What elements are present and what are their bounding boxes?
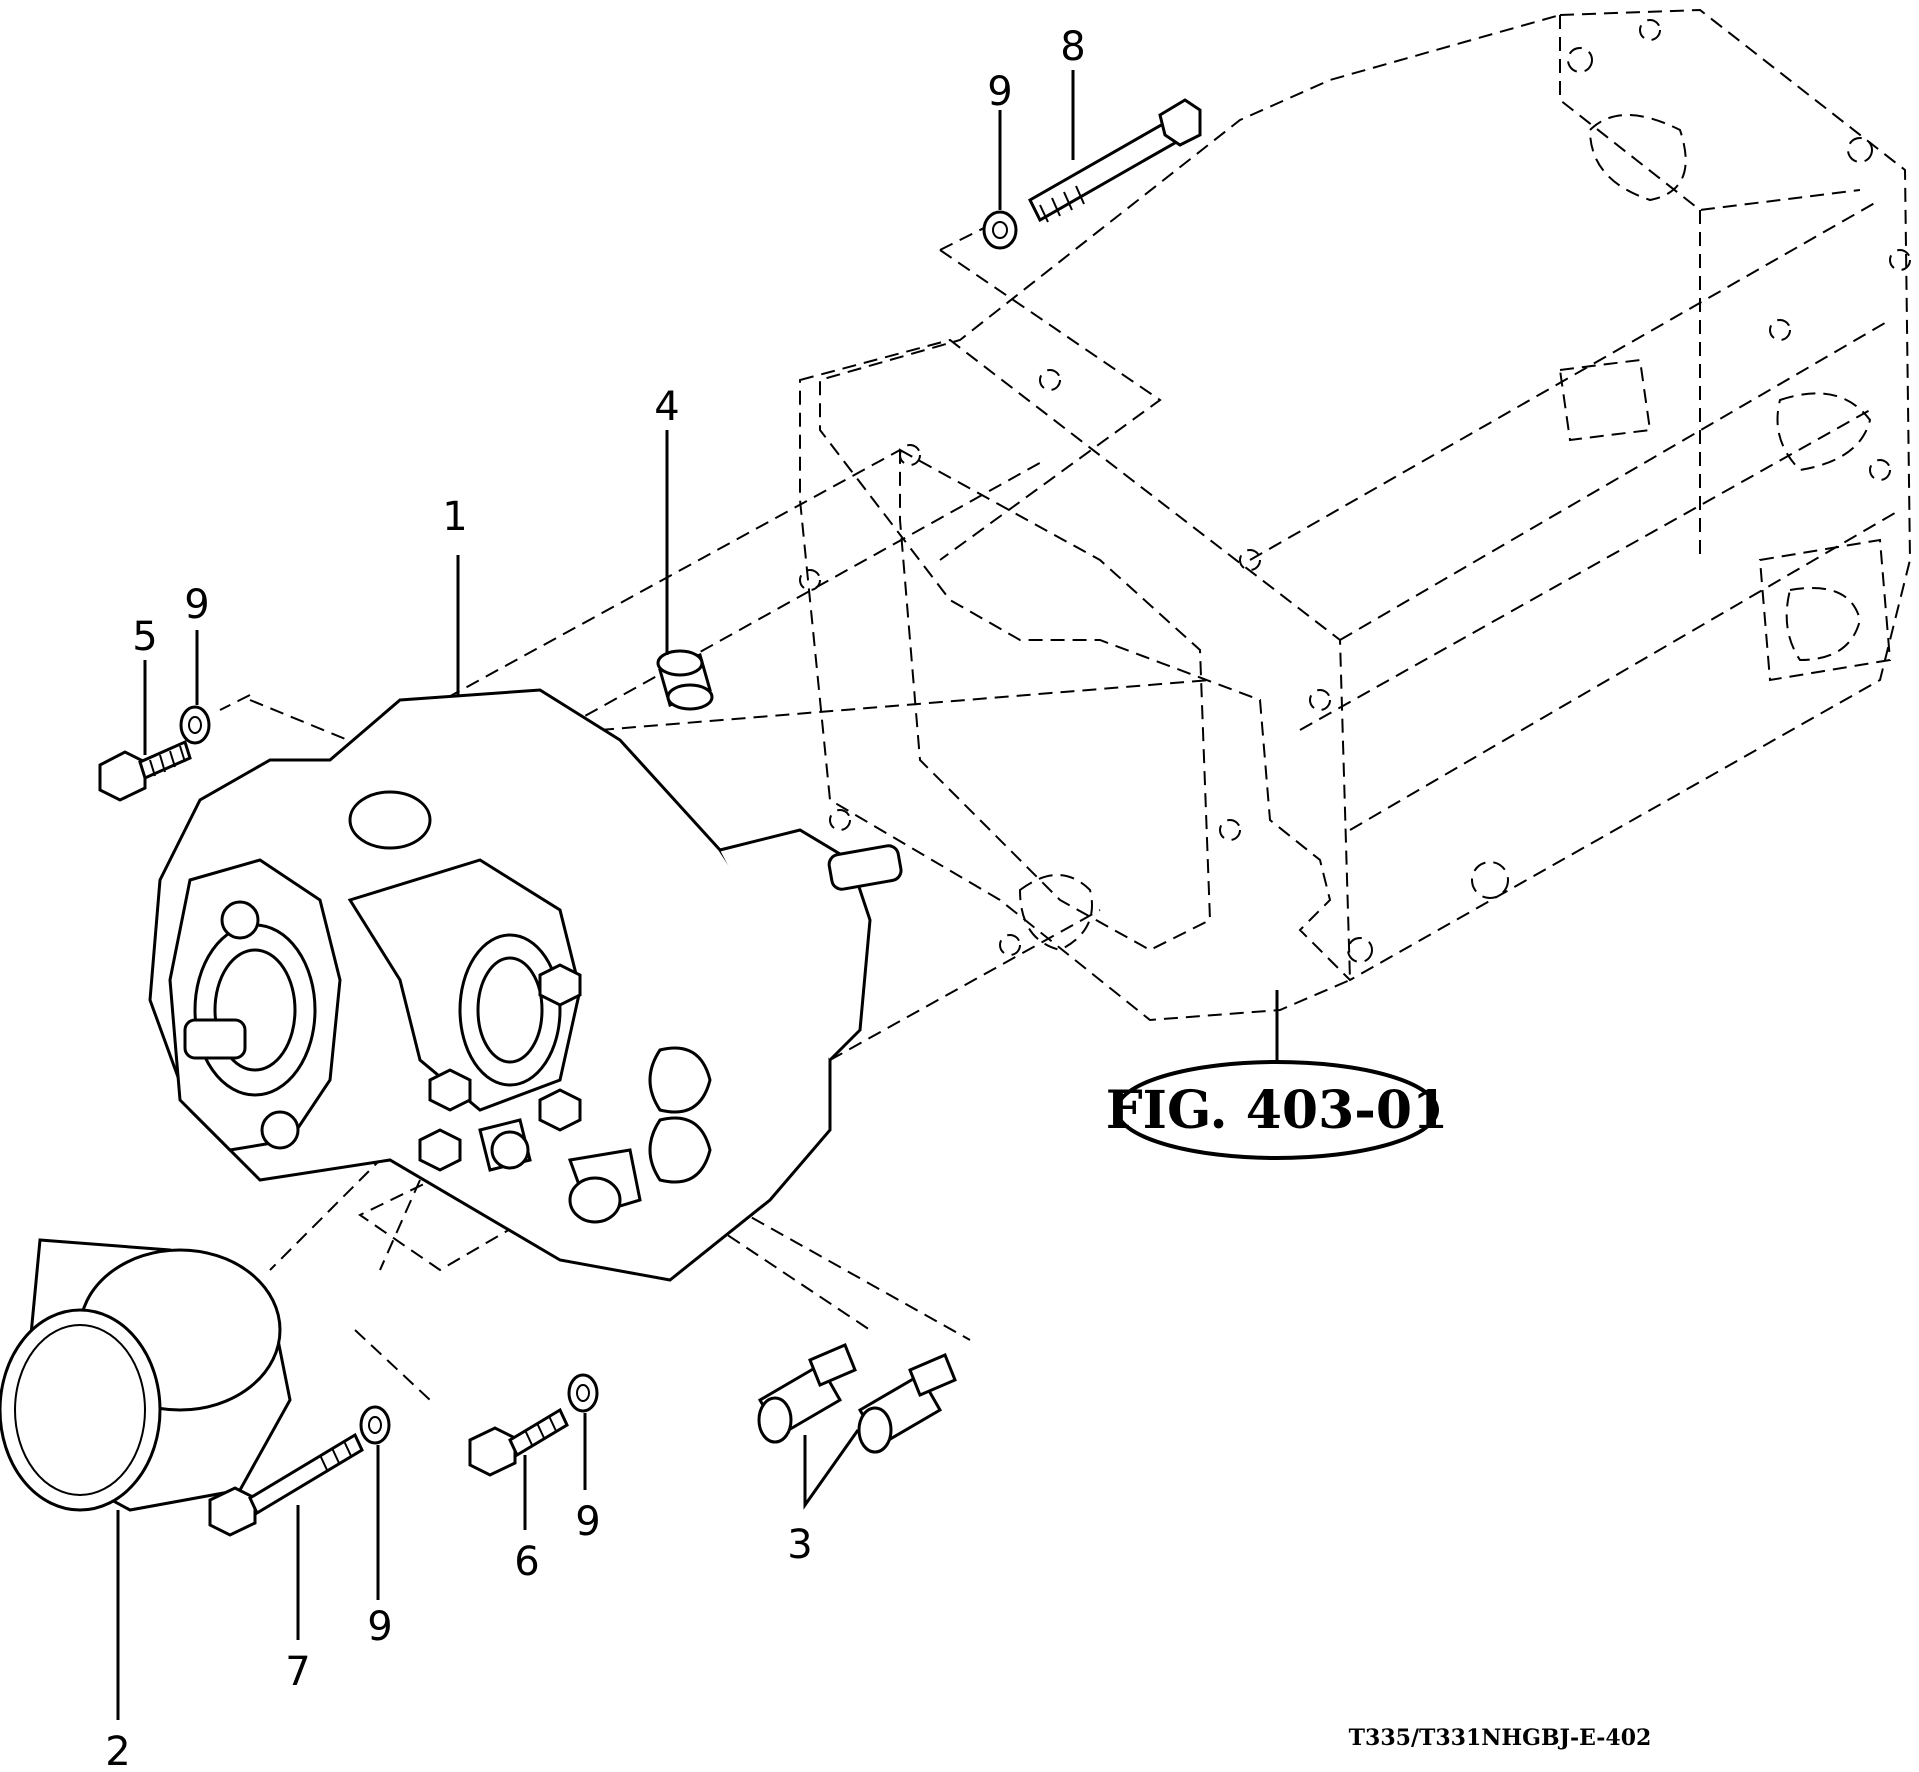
callout-5: 5 <box>132 614 157 660</box>
callout-8: 8 <box>1060 24 1085 70</box>
callout-2: 2 <box>105 1729 130 1772</box>
callout-4: 4 <box>654 384 679 430</box>
figure-reference-badge[interactable]: FIG. 403-01 <box>1106 1060 1449 1160</box>
callout-6: 6 <box>514 1539 539 1585</box>
callout-1: 1 <box>442 494 467 540</box>
callout-3: 3 <box>787 1522 812 1568</box>
bolt-5 <box>98 739 192 802</box>
transmission-housing <box>799 8 1912 1022</box>
callout-7: 7 <box>285 1649 310 1695</box>
fitting-right <box>857 1353 957 1454</box>
hydraulic-pump <box>148 688 903 1282</box>
callout-9-left: 9 <box>184 582 209 628</box>
bolt-7 <box>208 1432 364 1537</box>
drawing-code: T335/T331NHGBJ-E-402 <box>1349 1725 1652 1751</box>
bolt-8 <box>1028 98 1202 223</box>
figure-reference-text: FIG. 403-01 <box>1106 1080 1449 1141</box>
washer-9-left <box>179 705 211 745</box>
bolt-6 <box>468 1407 569 1477</box>
fitting-left <box>757 1343 857 1444</box>
callout-9-top: 9 <box>987 69 1012 115</box>
callout-9-bottom-right: 9 <box>575 1499 600 1545</box>
dowel-sleeve <box>656 649 714 711</box>
washer-9-bottom-left <box>359 1405 391 1445</box>
leader-lines <box>116 70 1279 1720</box>
callout-9-bottom-left: 9 <box>367 1604 392 1650</box>
washer-9-top <box>982 210 1018 250</box>
oil-filter <box>0 1238 292 1512</box>
washer-9-bottom-right <box>567 1373 599 1413</box>
callout-labels: 1 2 3 4 5 6 7 8 9 9 9 9 <box>105 24 1085 1772</box>
